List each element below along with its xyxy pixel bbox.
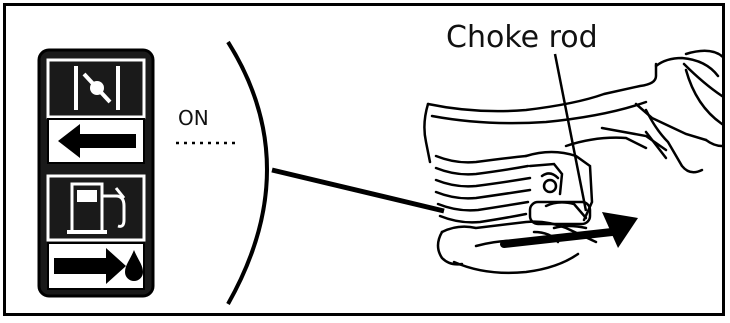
choke-icon xyxy=(46,58,146,119)
diagram-canvas xyxy=(37,40,722,305)
choke-rod-label: Choke rod xyxy=(446,20,598,55)
choke-rod-pointer xyxy=(553,53,588,212)
choke-decal xyxy=(37,48,155,298)
fuel-drop-icon xyxy=(125,250,143,281)
zoom-arc xyxy=(226,40,269,305)
rotation-arrow xyxy=(500,212,638,248)
diagram-frame: Choke rod ON xyxy=(3,3,725,316)
fuel-pump-icon xyxy=(46,174,146,242)
on-label: ON xyxy=(178,106,209,130)
leader-line xyxy=(271,167,445,214)
arrow-left-icon xyxy=(47,118,145,164)
